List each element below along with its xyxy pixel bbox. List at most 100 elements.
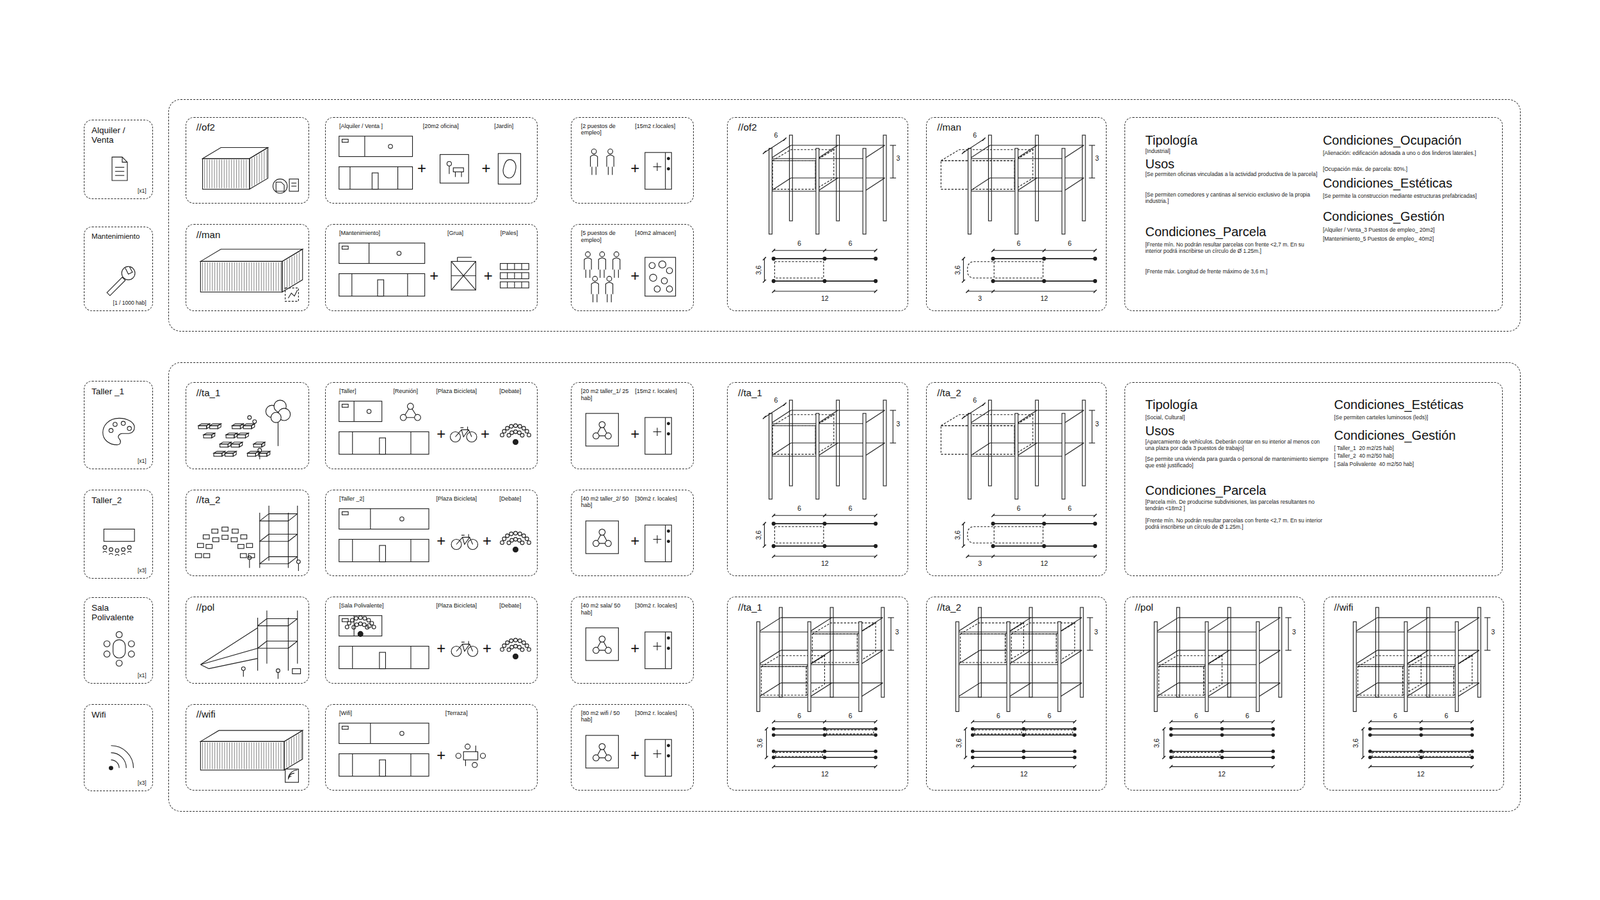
stroke xyxy=(509,638,514,643)
stroke xyxy=(266,149,267,178)
stroke xyxy=(465,743,471,749)
stroke xyxy=(342,138,349,143)
stroke xyxy=(229,262,230,292)
stroke xyxy=(599,528,606,536)
stroke xyxy=(410,432,412,455)
stroke xyxy=(525,429,530,434)
stroke xyxy=(514,282,516,289)
stroke xyxy=(1470,733,1473,736)
stroke xyxy=(407,273,408,297)
stroke xyxy=(599,421,606,429)
stroke xyxy=(874,750,877,753)
stroke xyxy=(520,433,525,438)
stroke xyxy=(769,148,773,235)
stroke xyxy=(1169,720,1173,724)
stroke xyxy=(874,765,878,769)
stroke xyxy=(498,153,521,185)
stroke xyxy=(506,263,508,271)
node-label: [15m2 r. locales] xyxy=(634,387,688,395)
node-label: [40 m2 sala/ 50 hab] xyxy=(581,602,633,616)
stroke xyxy=(525,643,530,648)
stroke xyxy=(890,177,897,178)
stroke xyxy=(272,179,287,194)
stroke xyxy=(291,182,297,184)
stroke xyxy=(1486,617,1488,651)
stroke xyxy=(1257,682,1280,697)
stroke xyxy=(783,403,787,407)
stroke xyxy=(762,522,767,526)
stroke xyxy=(991,256,995,260)
node-label: [Industrial] xyxy=(1144,148,1319,155)
stroke xyxy=(284,261,285,290)
stroke xyxy=(298,252,300,281)
stroke xyxy=(874,755,877,759)
stroke xyxy=(505,533,510,538)
stroke xyxy=(502,536,507,541)
node-label: + xyxy=(436,531,446,550)
stroke xyxy=(1022,750,1026,753)
stroke xyxy=(513,439,519,445)
stroke xyxy=(231,444,240,448)
stroke xyxy=(451,261,476,291)
stroke xyxy=(823,256,827,260)
stroke xyxy=(500,282,530,289)
stroke xyxy=(1470,750,1473,753)
stroke xyxy=(513,644,518,649)
stroke xyxy=(1354,617,1377,632)
stroke xyxy=(762,279,767,283)
node-label: 6 xyxy=(1047,711,1052,720)
stroke xyxy=(342,725,349,729)
stroke xyxy=(289,179,299,192)
stroke xyxy=(275,668,280,673)
stroke xyxy=(259,533,269,541)
stroke xyxy=(1073,765,1077,769)
stroke xyxy=(963,138,985,153)
node-label: Condiciones_Estéticas xyxy=(1333,397,1497,412)
stroke xyxy=(232,451,237,457)
stroke xyxy=(772,289,776,294)
employment-box: [40 m2 sala/ 50 hab][30m2 r. locales]+ xyxy=(570,596,694,684)
stroke xyxy=(764,524,765,547)
node-label: Mantenimiento xyxy=(91,232,149,241)
node-label: + xyxy=(480,424,490,443)
stroke xyxy=(277,421,279,447)
stroke xyxy=(522,533,527,538)
stroke xyxy=(645,257,676,297)
stroke xyxy=(127,426,132,431)
stroke xyxy=(661,277,669,285)
node-label: [x1] xyxy=(137,188,147,195)
stroke xyxy=(265,742,267,769)
stroke xyxy=(115,548,120,553)
stroke xyxy=(961,279,966,283)
stroke xyxy=(817,443,839,457)
stroke xyxy=(366,618,371,623)
node-label: Condiciones_Estéticas xyxy=(1322,176,1497,191)
stroke xyxy=(103,529,135,542)
stroke xyxy=(1271,720,1275,724)
node-label: 3,6 xyxy=(754,530,763,541)
node-label: [Frente mín. No podrán resultar parcelas… xyxy=(1144,517,1329,531)
stroke xyxy=(764,404,786,418)
stroke xyxy=(513,424,518,429)
stroke xyxy=(667,754,671,758)
stroke xyxy=(231,262,233,292)
stroke xyxy=(992,554,996,559)
stroke xyxy=(520,647,525,652)
stroke xyxy=(1419,750,1423,753)
node-label: Tipología xyxy=(1144,397,1329,412)
stroke xyxy=(257,618,267,626)
stroke xyxy=(963,524,964,547)
stroke xyxy=(593,647,600,654)
icon-box: Wifi[x3] xyxy=(83,704,153,792)
stroke xyxy=(864,410,886,425)
illustration xyxy=(325,117,539,205)
stroke xyxy=(238,262,240,292)
node-label: [Alquiler / Venta ] xyxy=(339,122,383,130)
stroke xyxy=(874,279,878,283)
stroke xyxy=(605,647,612,654)
stroke xyxy=(277,672,279,680)
stroke xyxy=(224,742,225,769)
stroke xyxy=(293,255,295,285)
stroke xyxy=(222,451,226,457)
stroke xyxy=(667,540,671,543)
